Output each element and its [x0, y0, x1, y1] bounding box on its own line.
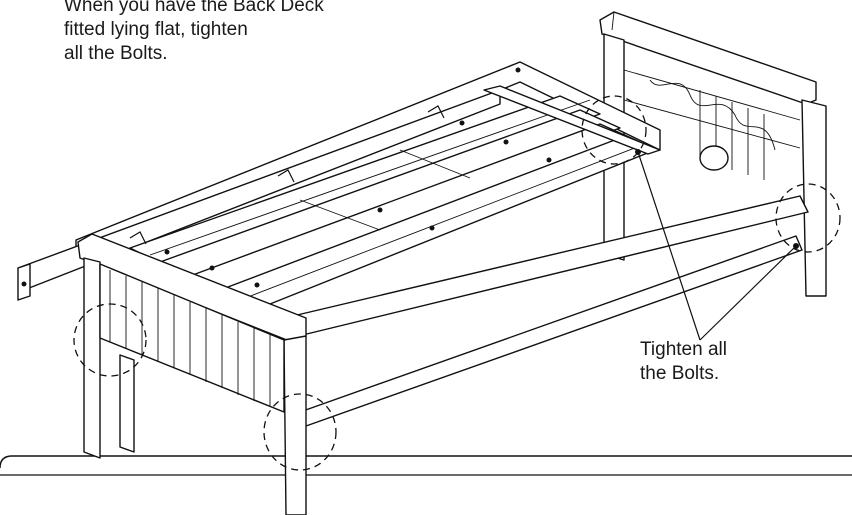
bolt-highlight-circles [73, 95, 841, 471]
bolt-highlight-circle [73, 303, 147, 377]
section-divider [0, 455, 852, 476]
instruction-line-1: When you have the Back Deck [64, 0, 324, 16]
bolt-highlight-circle [775, 183, 841, 253]
back-headboard [599, 11, 827, 297]
instruction-line-3: all the Bolts. [64, 43, 168, 64]
bolt-highlight-circle [263, 393, 337, 471]
bed-slats [129, 85, 661, 309]
instruction-line-2: fitted lying flat, tighten [64, 19, 248, 40]
callout-line-1: Tighten all [640, 339, 727, 360]
leader-line [699, 245, 797, 341]
instruction-text: When you have the Back Deck fitted lying… [64, 0, 424, 66]
callout-line-2: the Bolts. [640, 363, 720, 384]
bolt-highlight-circle [581, 95, 647, 165]
bed-side-rails [17, 61, 809, 427]
front-footboard [77, 233, 307, 515]
leader-lines [637, 151, 797, 341]
callout-text: Tighten all the Bolts. [640, 338, 800, 386]
bolts [129, 67, 799, 288]
leader-line [637, 151, 701, 341]
